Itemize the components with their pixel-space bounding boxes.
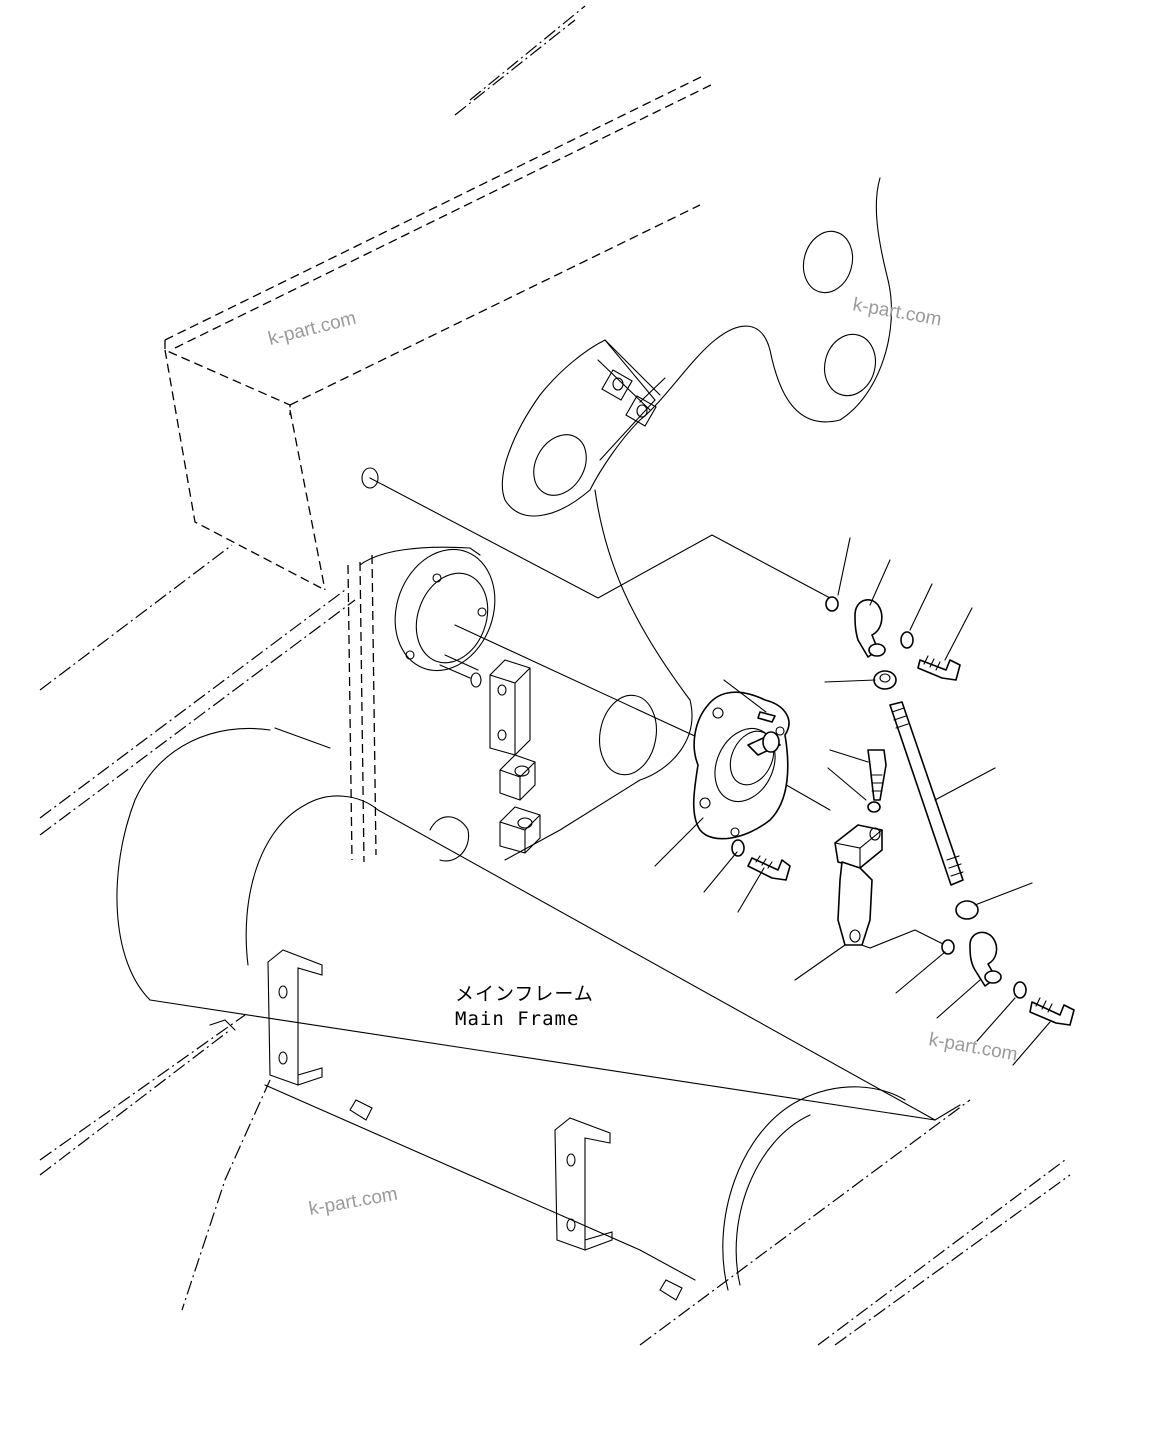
spacer-blocks	[489, 659, 541, 854]
watermark: k-part.com	[307, 1184, 399, 1220]
ball-joint-bottom	[941, 900, 1075, 1026]
threaded-rod	[889, 701, 964, 886]
tank-bracket-right	[554, 1117, 613, 1251]
leader-lines	[654, 537, 1051, 1066]
bolt-left	[747, 855, 791, 881]
bolt-upper	[867, 749, 887, 801]
ball-joint-top	[825, 596, 961, 681]
frame-bracket	[359, 177, 892, 862]
main-frame-label-jp: メインフレーム	[455, 983, 594, 1005]
frame-phantom-lines	[39, 5, 1071, 1346]
lever-arm	[834, 824, 883, 946]
tank-body	[116, 727, 961, 1301]
nut-top	[873, 670, 897, 690]
main-frame-label-en: Main Frame	[455, 1008, 579, 1030]
washer-upper	[867, 801, 881, 813]
washer-left	[731, 839, 745, 857]
tank-bracket-left	[181, 949, 323, 1311]
watermark: k-part.com	[266, 308, 358, 350]
watermark: k-part.com	[927, 1029, 1019, 1065]
mount-hole	[361, 467, 379, 489]
sensor-flange	[692, 691, 790, 840]
locating-pin	[439, 654, 482, 688]
pin-mount-ring	[394, 548, 496, 672]
pin	[757, 711, 776, 723]
watermark: k-part.com	[851, 294, 943, 330]
